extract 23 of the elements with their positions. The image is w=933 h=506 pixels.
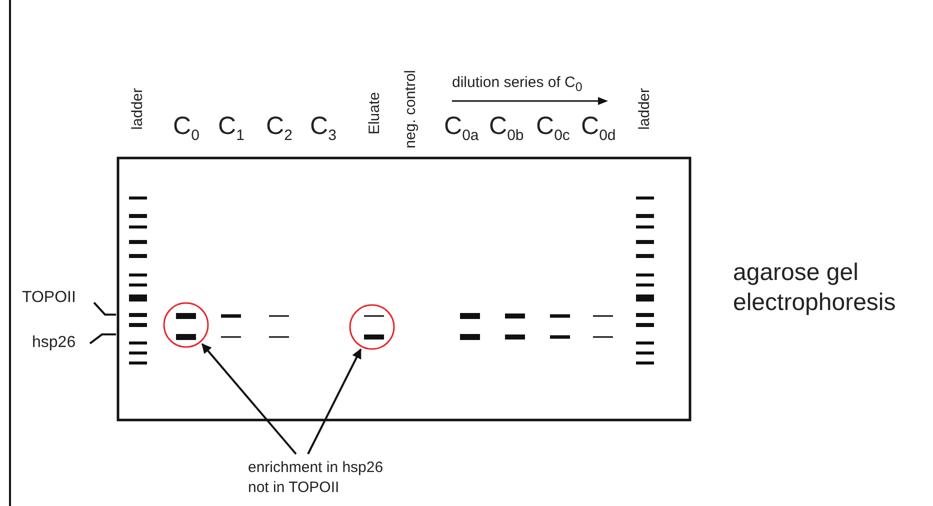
callout-text: enrichment in hsp26 not in TOPOII bbox=[248, 458, 398, 497]
lane-label: C$_{1}$ bbox=[218, 114, 244, 143]
lane-label: C$_{0a}$ bbox=[444, 114, 479, 143]
arrow bbox=[201, 343, 297, 455]
lane-label: ladder bbox=[130, 88, 145, 130]
series-label: dilution series of C$_{0}$ bbox=[452, 74, 582, 96]
lane-label: C$_{3}$ bbox=[310, 114, 336, 143]
lane-label: C$_{0c}$ bbox=[536, 114, 570, 143]
arrow bbox=[307, 348, 362, 454]
lane-label: C$_{2}$ bbox=[266, 114, 292, 143]
lane-label: neg. control bbox=[403, 70, 418, 148]
lane-label: Eluate bbox=[367, 92, 382, 135]
gene-label: hsp26 bbox=[32, 333, 88, 354]
lane-label: C$_{0}$ bbox=[173, 114, 200, 143]
lane-label: ladder bbox=[637, 88, 652, 130]
leader-line bbox=[93, 302, 116, 316]
lane-label: C$_{0d}$ bbox=[581, 114, 616, 143]
highlight-circle bbox=[163, 302, 209, 348]
caption-text: agarose gel electrophoresis bbox=[733, 258, 897, 318]
lane-label: C$_{0b}$ bbox=[489, 114, 524, 143]
highlight-circle bbox=[349, 304, 395, 350]
leader-line bbox=[89, 333, 116, 344]
gene-label: TOPOII bbox=[22, 288, 92, 309]
